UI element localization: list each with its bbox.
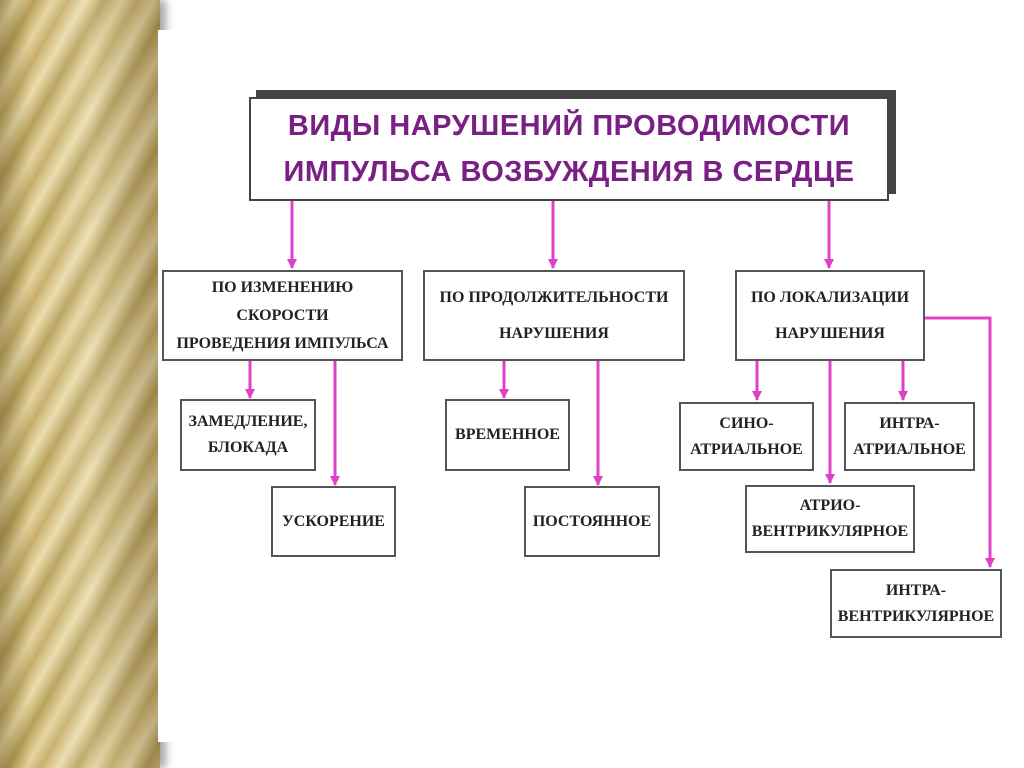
category-speed-line-2: СКОРОСТИ: [236, 306, 329, 324]
leaf-slowdown-box: ЗАМЕДЛЕНИЕ, БЛОКАДА: [180, 399, 316, 471]
leaf-intraatrial-box: ИНТРА- АТРИАЛЬНОЕ: [844, 402, 975, 471]
leaf-intraventricular-line-2: ВЕНТРИКУЛЯРНОЕ: [837, 607, 995, 625]
category-duration-line-2: НАРУШЕНИЯ: [499, 324, 609, 342]
leaf-atrioventricular-line-2: ВЕНТРИКУЛЯРНОЕ: [751, 523, 909, 540]
leaf-atrioventricular-line-1: АТРИО-: [799, 497, 861, 514]
decorative-gold-stripe: [0, 0, 160, 768]
diagram-title-box: ВИДЫ НАРУШЕНИЙ ПРОВОДИМОСТИ ИМПУЛЬСА ВОЗ…: [249, 97, 889, 201]
arrow-location-to-intraventricular: [924, 316, 995, 568]
category-duration-box: ПО ПРОДОЛЖИТЕЛЬНОСТИ НАРУШЕНИЯ: [423, 270, 685, 361]
leaf-acceleration-box: УСКОРЕНИЕ: [271, 486, 396, 557]
leaf-atrioventricular-box: АТРИО- ВЕНТРИКУЛЯРНОЕ: [745, 485, 915, 553]
leaf-sinoatrial-box: СИНО- АТРИАЛЬНОЕ: [679, 402, 814, 471]
leaf-intraventricular-box: ИНТРА- ВЕНТРИКУЛЯРНОЕ: [830, 569, 1002, 638]
leaf-intraatrial-line-2: АТРИАЛЬНОЕ: [853, 440, 966, 458]
leaf-intraatrial-line-1: ИНТРА-: [879, 414, 940, 432]
category-location-line-2: НАРУШЕНИЯ: [775, 324, 885, 342]
category-location-line-1: ПО ЛОКАЛИЗАЦИИ: [750, 288, 910, 306]
leaf-sinoatrial-line-2: АТРИАЛЬНОЕ: [690, 440, 803, 458]
category-speed-box: ПО ИЗМЕНЕНИЮ СКОРОСТИ ПРОВЕДЕНИЯ ИМПУЛЬС…: [162, 270, 403, 361]
title-line-2: ИМПУЛЬСА ВОЗБУЖДЕНИЯ В СЕРДЦЕ: [283, 156, 855, 188]
leaf-acceleration-label: УСКОРЕНИЕ: [282, 512, 385, 530]
leaf-slowdown-line-2: БЛОКАДА: [207, 439, 289, 456]
leaf-sinoatrial-line-1: СИНО-: [719, 414, 774, 432]
leaf-temporary-label: ВРЕМЕННОЕ: [455, 426, 560, 443]
leaf-temporary-box: ВРЕМЕННОЕ: [445, 399, 570, 471]
category-speed-line-1: ПО ИЗМЕНЕНИЮ: [211, 278, 354, 296]
title-line-1: ВИДЫ НАРУШЕНИЙ ПРОВОДИМОСТИ: [287, 110, 851, 142]
category-duration-line-1: ПО ПРОДОЛЖИТЕЛЬНОСТИ: [439, 288, 669, 306]
category-speed-line-3: ПРОВЕДЕНИЯ ИМПУЛЬСА: [176, 334, 389, 352]
leaf-permanent-label: ПОСТОЯННОЕ: [532, 512, 652, 530]
stripe-shading: [0, 0, 160, 768]
leaf-permanent-box: ПОСТОЯННОЕ: [524, 486, 660, 557]
category-location-box: ПО ЛОКАЛИЗАЦИИ НАРУШЕНИЯ: [735, 270, 925, 361]
leaf-intraventricular-line-1: ИНТРА-: [885, 581, 947, 599]
leaf-slowdown-line-1: ЗАМЕДЛЕНИЕ,: [188, 413, 308, 430]
